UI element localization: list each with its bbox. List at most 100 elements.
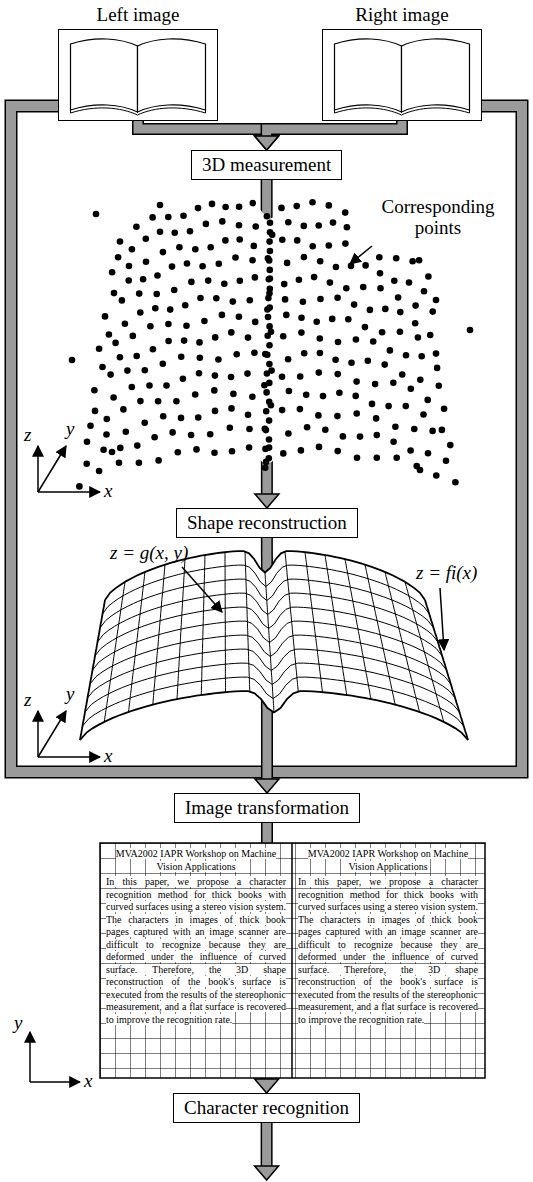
point xyxy=(333,264,340,271)
point xyxy=(109,269,116,276)
point xyxy=(412,302,419,309)
point xyxy=(266,276,273,283)
surface-label-box: z = g(x, y) xyxy=(110,542,188,564)
point xyxy=(263,427,270,434)
point xyxy=(266,257,273,264)
point xyxy=(393,255,400,262)
process-label: Image transformation xyxy=(185,796,349,820)
point xyxy=(263,408,270,415)
point xyxy=(180,212,187,219)
point xyxy=(392,424,399,431)
point xyxy=(110,394,117,401)
page-text-box: In this paper, we propose a character re… xyxy=(298,876,478,1026)
point xyxy=(425,273,432,280)
point xyxy=(447,442,454,449)
surface-label: z = g(x, y) xyxy=(110,542,188,563)
point xyxy=(222,204,229,211)
axis-label: x xyxy=(104,480,112,501)
point xyxy=(137,309,144,316)
point xyxy=(279,237,286,244)
point xyxy=(279,373,286,380)
point xyxy=(393,454,400,461)
point xyxy=(236,222,243,229)
point xyxy=(345,316,352,323)
axis-label-box: y xyxy=(14,1012,22,1034)
point xyxy=(143,235,150,242)
point xyxy=(216,261,223,268)
point xyxy=(264,370,271,377)
point xyxy=(188,279,195,286)
image-panel: Right image xyxy=(322,4,482,121)
point xyxy=(215,356,222,363)
point xyxy=(279,407,286,414)
point xyxy=(439,427,446,434)
point xyxy=(246,444,253,451)
point xyxy=(265,314,272,321)
image-heading: Right image xyxy=(322,4,482,26)
point xyxy=(357,433,364,440)
mesh-ground xyxy=(80,551,468,740)
mesh-line xyxy=(88,649,456,698)
point xyxy=(425,450,432,457)
point xyxy=(212,408,219,415)
point xyxy=(433,297,440,304)
point xyxy=(360,284,367,291)
point xyxy=(212,334,219,341)
point xyxy=(154,272,161,279)
point xyxy=(309,199,316,206)
point xyxy=(228,329,235,336)
axis-label-box: z xyxy=(24,424,31,446)
cloud-ground xyxy=(82,204,452,483)
point xyxy=(266,361,273,368)
point xyxy=(294,237,301,244)
point xyxy=(123,428,130,435)
point xyxy=(250,200,257,207)
point xyxy=(298,329,305,336)
point xyxy=(192,391,199,398)
point xyxy=(199,263,206,270)
point xyxy=(390,380,397,387)
point xyxy=(203,221,210,228)
point xyxy=(107,371,114,378)
curve-label-box: z = fi(x) xyxy=(416,562,477,584)
axis-label-box: x xyxy=(84,1070,92,1092)
point xyxy=(252,274,259,281)
point xyxy=(149,214,156,221)
point xyxy=(192,246,199,253)
point xyxy=(284,260,291,267)
point xyxy=(362,262,369,269)
point xyxy=(407,447,414,454)
point xyxy=(201,318,208,325)
point xyxy=(264,351,271,358)
point xyxy=(317,350,324,357)
point xyxy=(408,386,415,393)
point xyxy=(297,373,304,380)
point xyxy=(334,448,341,455)
point xyxy=(157,228,164,235)
point xyxy=(169,263,176,270)
point xyxy=(147,323,154,330)
axis-label-box: y xyxy=(66,418,74,440)
process-label: Character recognition xyxy=(184,1096,349,1120)
point xyxy=(252,319,259,326)
point xyxy=(160,360,167,367)
point xyxy=(117,445,124,452)
book-drawing xyxy=(59,30,217,120)
point xyxy=(282,296,289,303)
axis-label: y xyxy=(66,683,74,704)
point xyxy=(140,276,147,283)
point xyxy=(197,355,204,362)
point xyxy=(133,353,140,360)
page-text: In this paper, we propose a character re… xyxy=(298,876,478,1025)
point xyxy=(91,387,98,394)
point xyxy=(266,238,273,245)
point xyxy=(266,417,273,424)
point xyxy=(92,408,99,415)
point xyxy=(124,367,131,374)
point xyxy=(334,295,341,302)
point xyxy=(222,237,229,244)
point xyxy=(96,345,103,352)
point xyxy=(182,302,189,309)
point xyxy=(99,364,106,371)
point xyxy=(184,260,191,267)
